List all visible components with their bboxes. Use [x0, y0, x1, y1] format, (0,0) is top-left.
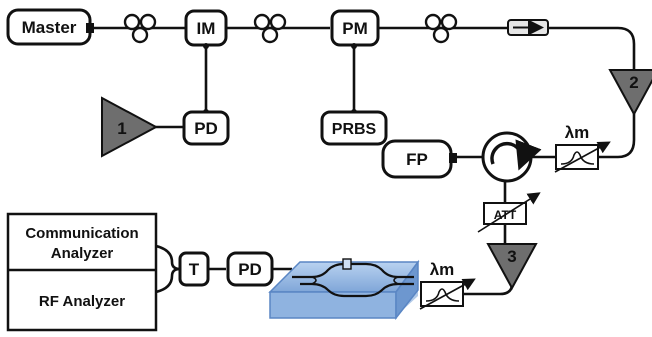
pd-bottom-label: PD	[238, 260, 262, 279]
amplifier-3-label: 3	[507, 247, 516, 266]
fabry-perot-laser: FP	[381, 139, 457, 179]
amplifier-1-label: 1	[117, 119, 126, 138]
photonic-chip	[268, 258, 420, 321]
intensity-modulator: IM	[184, 9, 228, 47]
master-laser: Master	[6, 8, 94, 46]
polarization-controller-2	[253, 13, 287, 44]
lambda-bottom-label: λm	[430, 260, 455, 279]
communication-analyzer-label-line1: Communication	[25, 225, 138, 242]
pd-top-label: PD	[194, 119, 218, 138]
communication-analyzer-label-line2: Analyzer	[51, 245, 114, 262]
amplifier-3: 3	[486, 243, 538, 291]
fiber-paths	[92, 26, 636, 296]
prbs-generator: PRBS	[320, 110, 388, 146]
tunable-filter-top: λm	[554, 123, 611, 173]
amplifier-1: 1	[101, 96, 159, 158]
tunable-filter-bottom: λm	[419, 260, 476, 310]
tee-label: T	[189, 260, 200, 279]
amplifier-2: 2	[608, 69, 652, 117]
analyzer-stack: Communication Analyzer RF Analyzer	[6, 212, 158, 332]
isolator-icon	[507, 19, 549, 36]
im-label: IM	[197, 19, 216, 38]
pm-label: PM	[342, 19, 368, 38]
fp-label: FP	[406, 150, 428, 169]
phase-modulator: PM	[330, 9, 380, 47]
polarization-controller-1	[123, 13, 157, 44]
prbs-label: PRBS	[332, 121, 377, 138]
junction-dots	[203, 43, 357, 115]
photodiode-bottom: PD	[226, 251, 274, 287]
lambda-top-label: λm	[565, 123, 590, 142]
amplifier-2-label: 2	[629, 73, 638, 92]
master-label: Master	[22, 18, 77, 37]
rf-analyzer-label: RF Analyzer	[39, 293, 125, 310]
circulator-icon	[481, 131, 542, 183]
polarization-controller-3	[424, 13, 458, 44]
attenuator: ATT	[477, 192, 541, 233]
bias-tee: T	[178, 251, 210, 287]
photodiode-top: PD	[182, 110, 230, 146]
